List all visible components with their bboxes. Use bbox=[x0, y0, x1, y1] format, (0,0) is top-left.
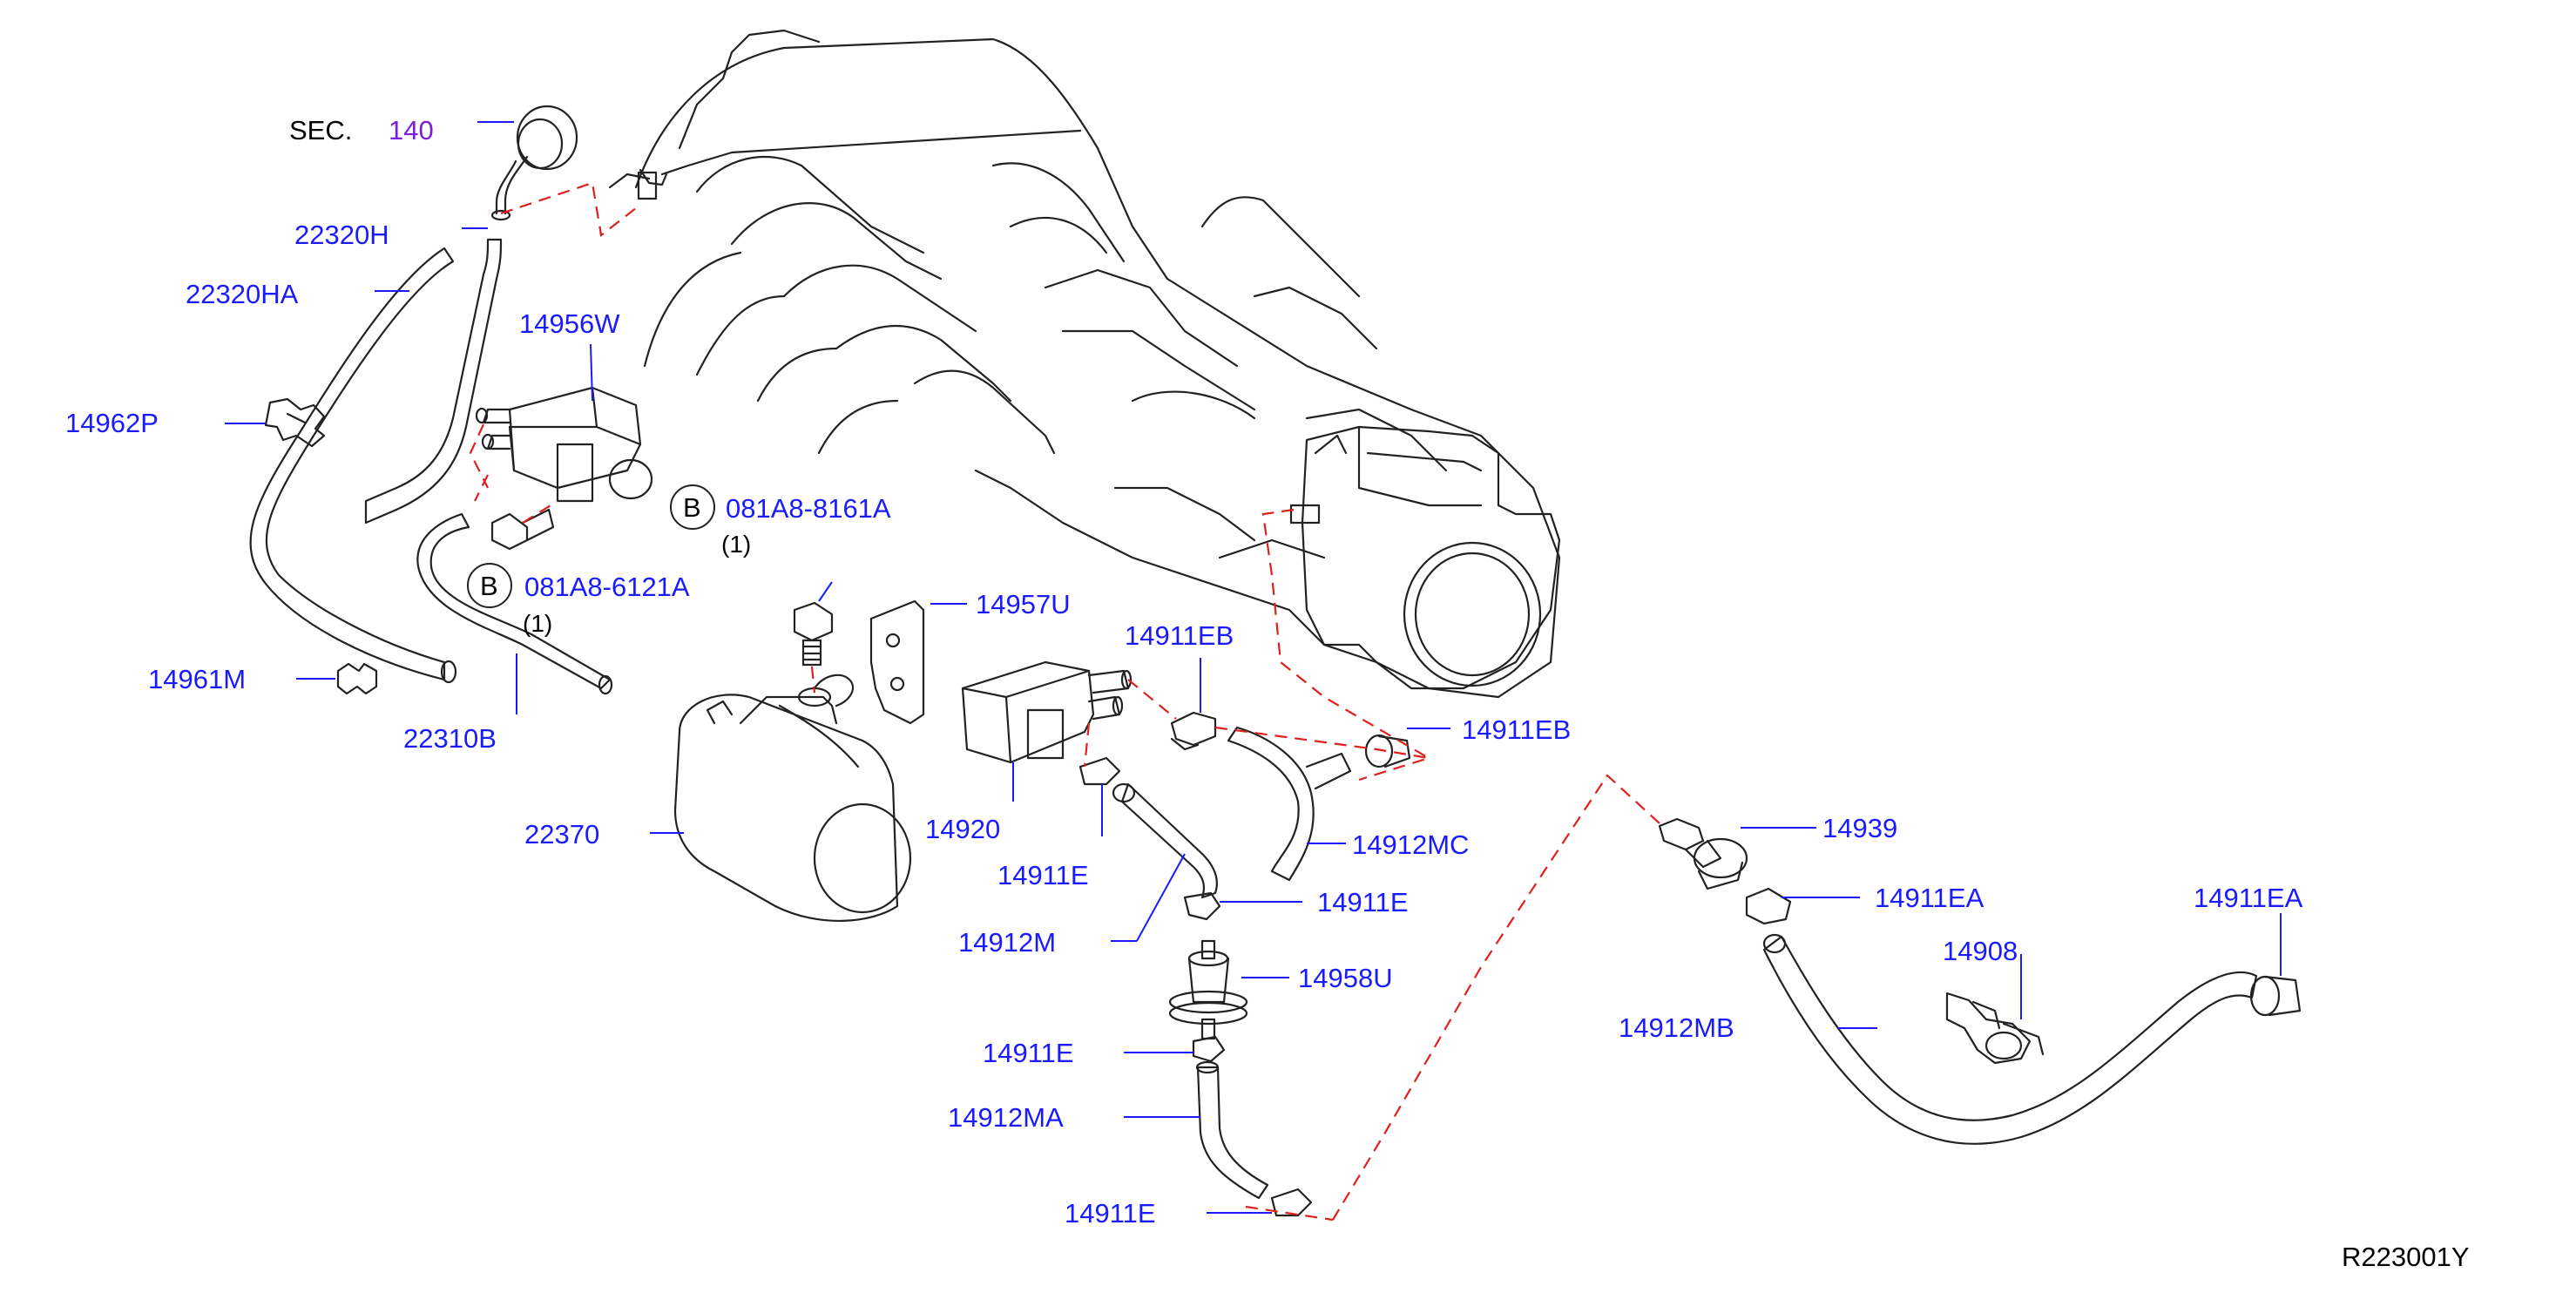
throttle-body-drawing bbox=[1289, 425, 1561, 690]
clips-14911E-drawing bbox=[1078, 756, 1313, 1217]
drawing-code: R223001Y bbox=[2342, 1242, 2470, 1272]
hose-14912MA-drawing bbox=[1195, 1060, 1269, 1200]
bolt-6121A-drawing bbox=[490, 508, 555, 551]
part-14908-label: 14908 bbox=[1943, 936, 2018, 966]
leader-lines bbox=[225, 121, 2282, 1214]
clip-14908-drawing bbox=[1945, 992, 2045, 1065]
part-14911EA-label-2: 14911EA bbox=[2194, 883, 2303, 913]
solenoid-14956W-drawing bbox=[475, 386, 653, 503]
bolt-6121A-label: 081A8-6121A bbox=[524, 572, 690, 602]
sec-prefix-label: SEC. bbox=[289, 115, 352, 146]
part-14912MC-label: 14912MC bbox=[1352, 829, 1469, 860]
hose-14912M-drawing bbox=[1112, 782, 1218, 899]
bolt-8161A-label: 081A8-8161A bbox=[726, 493, 891, 524]
part-22320HA-label: 22320HA bbox=[186, 279, 299, 309]
part-14911E-label-3: 14911E bbox=[983, 1038, 1074, 1068]
part-14911EA-label-1: 14911EA bbox=[1875, 883, 1984, 913]
hose-14912MB-drawing bbox=[1762, 933, 2258, 1145]
bracket-14957U-drawing bbox=[869, 599, 925, 725]
bolt-8161A-drawing bbox=[793, 601, 834, 667]
bolt-symbols bbox=[467, 484, 715, 608]
part-14956W-label: 14956W bbox=[519, 308, 620, 339]
canister-22370-drawing bbox=[673, 674, 912, 923]
clamp-14961M-drawing bbox=[336, 662, 378, 695]
clips-14911EB-drawing bbox=[1170, 711, 1411, 768]
part-14911EB-label-1: 14911EB bbox=[1125, 620, 1234, 651]
sec-number-link[interactable]: 140 bbox=[389, 115, 434, 146]
part-14911E-label-1: 14911E bbox=[997, 860, 1089, 890]
part-14939-label: 14939 bbox=[1822, 813, 1897, 843]
part-labels: SEC. 140 22320H 22320HA 14956W 14962P B … bbox=[65, 115, 2470, 1272]
part-14912M-label: 14912M bbox=[958, 927, 1056, 958]
clip-14962P-drawing bbox=[264, 397, 326, 448]
part-14962P-label: 14962P bbox=[65, 408, 159, 438]
bolt-symbol-1: B bbox=[683, 492, 701, 523]
part-14912MA-label: 14912MA bbox=[948, 1102, 1064, 1133]
connection-lines bbox=[469, 181, 1660, 1222]
part-14920-label: 14920 bbox=[925, 814, 1000, 844]
part-14958U-label: 14958U bbox=[1298, 963, 1393, 993]
part-14911E-label-4: 14911E bbox=[1065, 1198, 1156, 1229]
part-14911E-label-2: 14911E bbox=[1317, 887, 1409, 917]
part-22310B-label: 22310B bbox=[403, 723, 497, 754]
part-22320H-label: 22320H bbox=[294, 220, 389, 250]
part-14911EB-label-2: 14911EB bbox=[1462, 714, 1571, 745]
clips-14911EA-drawing bbox=[1745, 887, 2302, 1017]
part-22370-label: 22370 bbox=[524, 819, 599, 850]
valve-14939-drawing bbox=[1658, 817, 1748, 890]
line-art bbox=[249, 29, 2302, 1217]
bolt-6121A-qty: (1) bbox=[523, 610, 552, 637]
bolt-8161A-qty: (1) bbox=[721, 531, 751, 558]
filter-14958U-drawing bbox=[1168, 939, 1248, 1040]
intake-manifold-drawing bbox=[608, 29, 1561, 699]
hoses-left-drawing bbox=[249, 238, 613, 695]
bolt-symbol-2: B bbox=[480, 571, 498, 601]
solenoid-14920-drawing bbox=[961, 660, 1132, 764]
part-14961M-label: 14961M bbox=[148, 664, 246, 694]
hose-14912MC-drawing bbox=[1227, 726, 1352, 882]
part-14912MB-label: 14912MB bbox=[1619, 1012, 1734, 1043]
part-14957U-label: 14957U bbox=[976, 589, 1071, 619]
sec140-fitting-drawing bbox=[490, 105, 578, 221]
